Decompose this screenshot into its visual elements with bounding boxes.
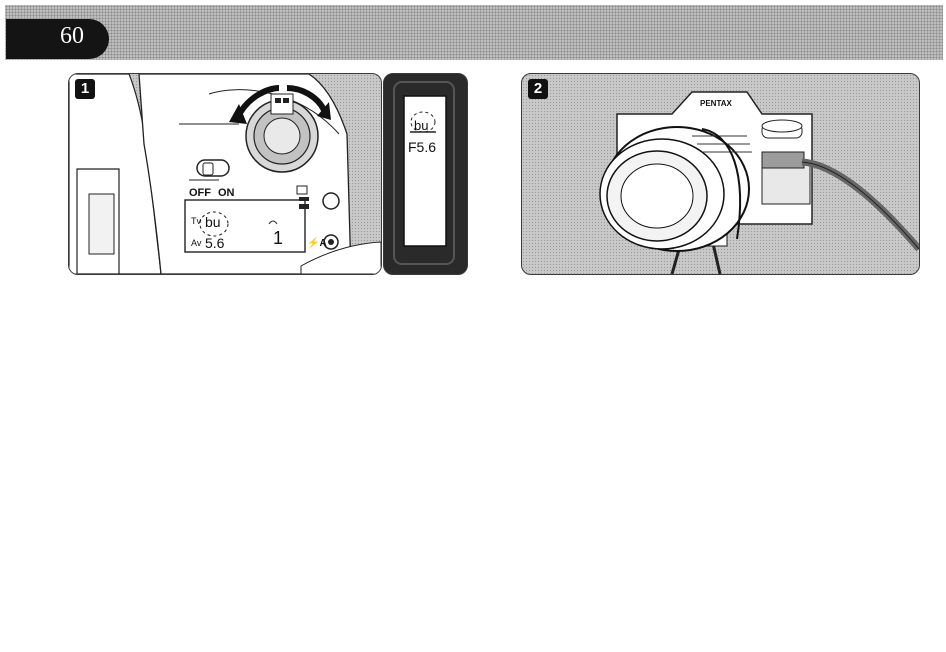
- step1-badge: 1: [75, 79, 95, 99]
- header-band: [5, 5, 943, 60]
- page-number: 60: [60, 23, 84, 50]
- lcd-bulb-value: bu: [205, 214, 221, 230]
- step2-badge: 2: [528, 79, 548, 99]
- camera-top-drawing: OFF ON Tv bu Av 5.6 1 ⚡A: [69, 74, 381, 274]
- viewfinder-panel: bu F5.6: [383, 73, 468, 275]
- viewfinder-drawing: bu F5.6: [384, 74, 467, 274]
- step2-illustration: PENTAX: [521, 73, 920, 275]
- lcd-aperture-value: 5.6: [205, 235, 225, 251]
- switch-on-label: ON: [218, 187, 235, 199]
- camera-cable-drawing: PENTAX: [522, 74, 919, 274]
- step1-illustration: OFF ON Tv bu Av 5.6 1 ⚡A: [68, 73, 382, 275]
- finder-aperture-value: F5.6: [408, 139, 436, 155]
- switch-off-label: OFF: [189, 187, 211, 199]
- lcd-av-label: Av: [191, 238, 202, 248]
- page-number-tab: [6, 19, 109, 59]
- lcd-frame-counter: 1: [273, 228, 283, 248]
- finder-bulb-value: bu: [414, 118, 428, 133]
- lcd-tv-label: Tv: [191, 216, 201, 226]
- camera-brand-label: PENTAX: [700, 99, 733, 108]
- flash-mode-label: ⚡A: [307, 236, 327, 249]
